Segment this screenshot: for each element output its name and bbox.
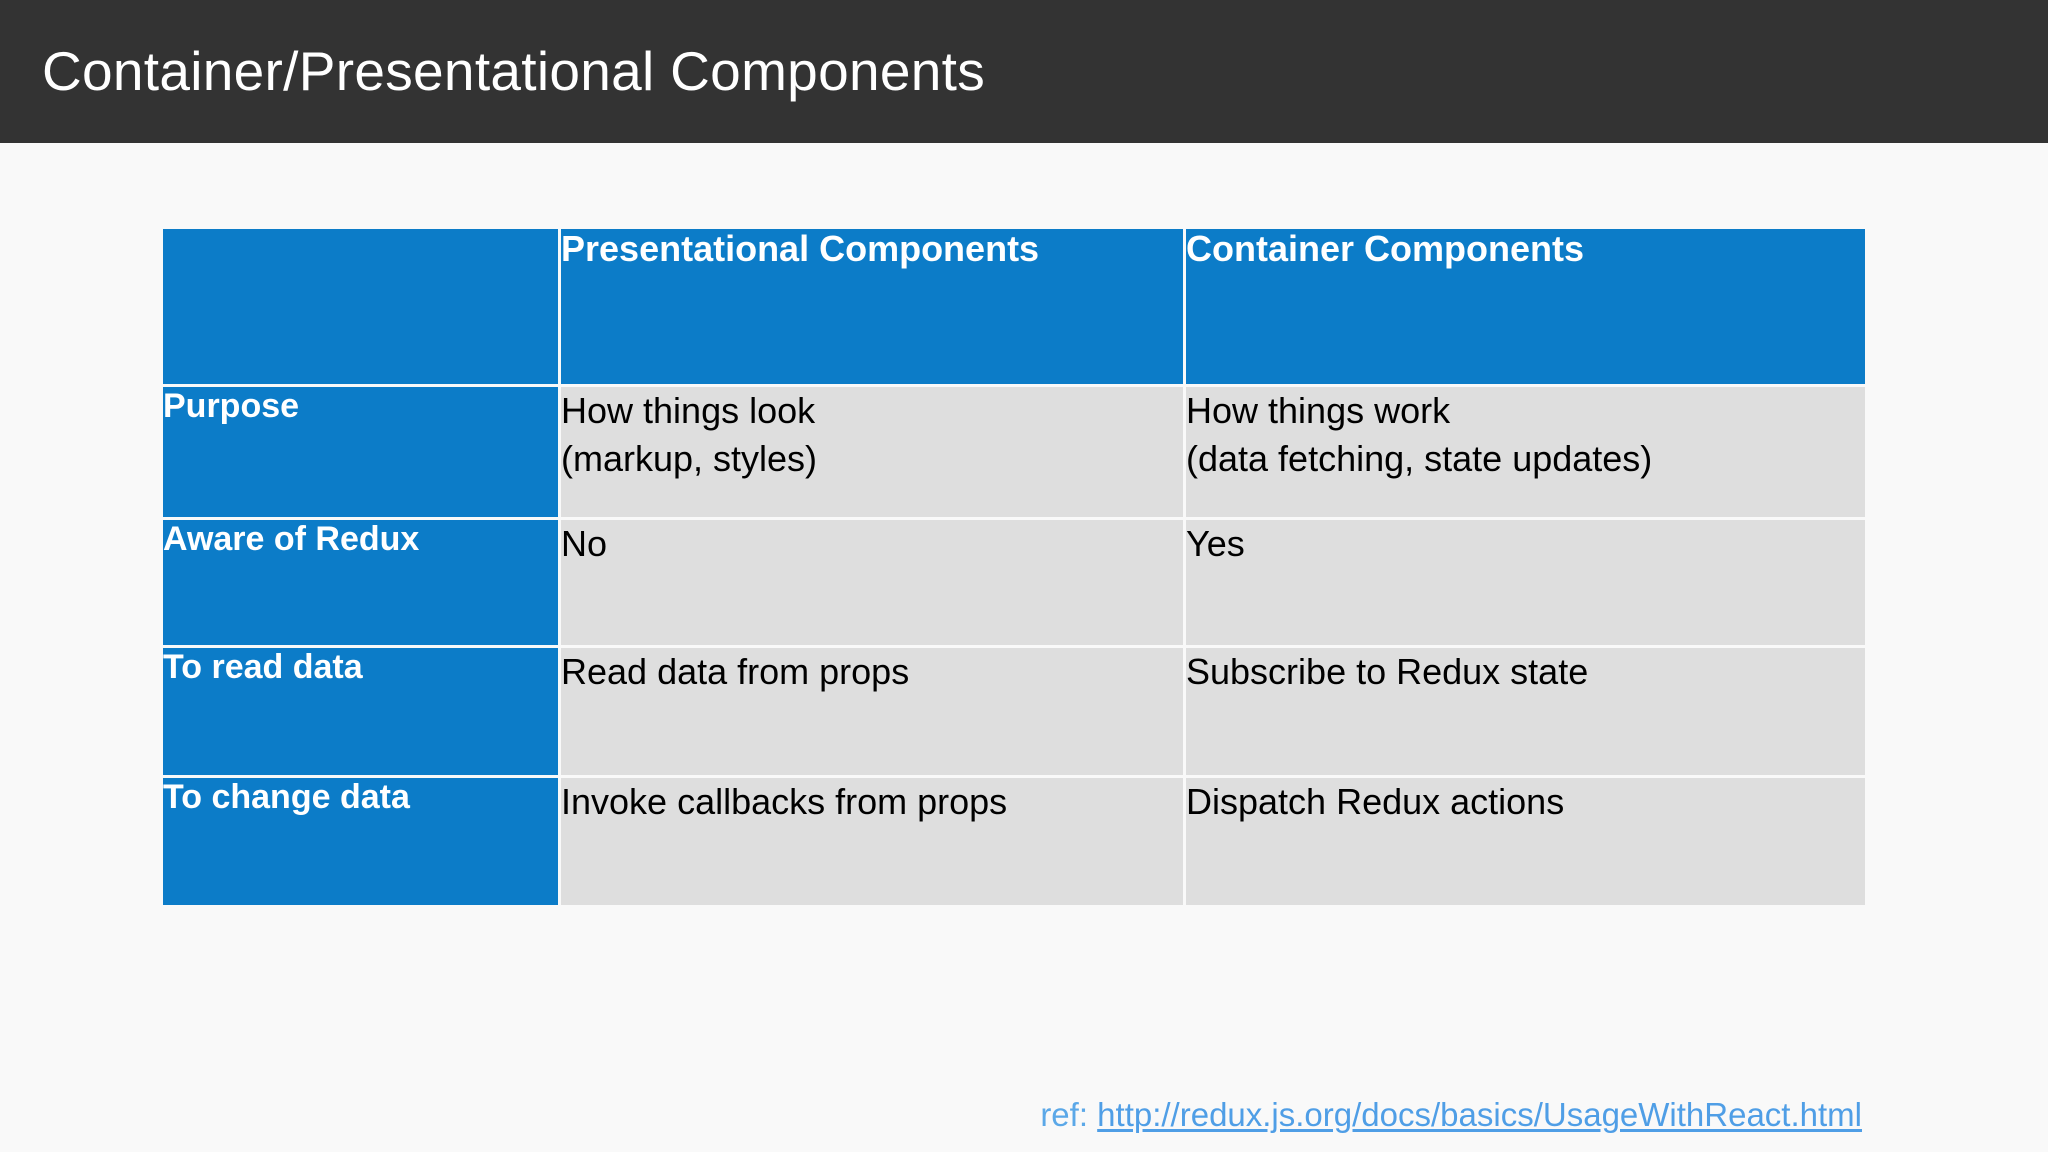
cell-aware-of-redux-container: Yes — [1186, 520, 1865, 645]
cell-to-read-data-presentational: Read data from props — [561, 648, 1183, 775]
slide-title-bar: Container/Presentational Components — [0, 0, 2048, 143]
cell-to-change-data-container: Dispatch Redux actions — [1186, 778, 1865, 905]
reference-line: ref: http://redux.js.org/docs/basics/Usa… — [0, 1096, 1862, 1134]
slide-body: Presentational Components Container Comp… — [0, 143, 2048, 1152]
cell-to-change-data-presentational: Invoke callbacks from props — [561, 778, 1183, 905]
cell-to-read-data-container: Subscribe to Redux state — [1186, 648, 1865, 775]
table-row: Aware of Redux No Yes — [163, 520, 1865, 645]
table-row: To read data Read data from props Subscr… — [163, 648, 1865, 775]
table-header-blank — [163, 229, 558, 384]
row-label-purpose: Purpose — [163, 387, 558, 517]
table-row: To change data Invoke callbacks from pro… — [163, 778, 1865, 905]
table-header-container: Container Components — [1186, 229, 1865, 384]
row-label-to-change-data: To change data — [163, 778, 558, 905]
reference-label: ref: — [1040, 1096, 1098, 1133]
reference-link[interactable]: http://redux.js.org/docs/basics/UsageWit… — [1097, 1096, 1862, 1133]
comparison-table: Presentational Components Container Comp… — [160, 226, 1868, 908]
table-header-presentational: Presentational Components — [561, 229, 1183, 384]
table-row: Purpose How things look (markup, styles)… — [163, 387, 1865, 517]
cell-purpose-container: How things work (data fetching, state up… — [1186, 387, 1865, 517]
table-header-row: Presentational Components Container Comp… — [163, 229, 1865, 384]
cell-aware-of-redux-presentational: No — [561, 520, 1183, 645]
row-label-to-read-data: To read data — [163, 648, 558, 775]
page-title: Container/Presentational Components — [42, 40, 986, 102]
row-label-aware-of-redux: Aware of Redux — [163, 520, 558, 645]
cell-purpose-presentational: How things look (markup, styles) — [561, 387, 1183, 517]
